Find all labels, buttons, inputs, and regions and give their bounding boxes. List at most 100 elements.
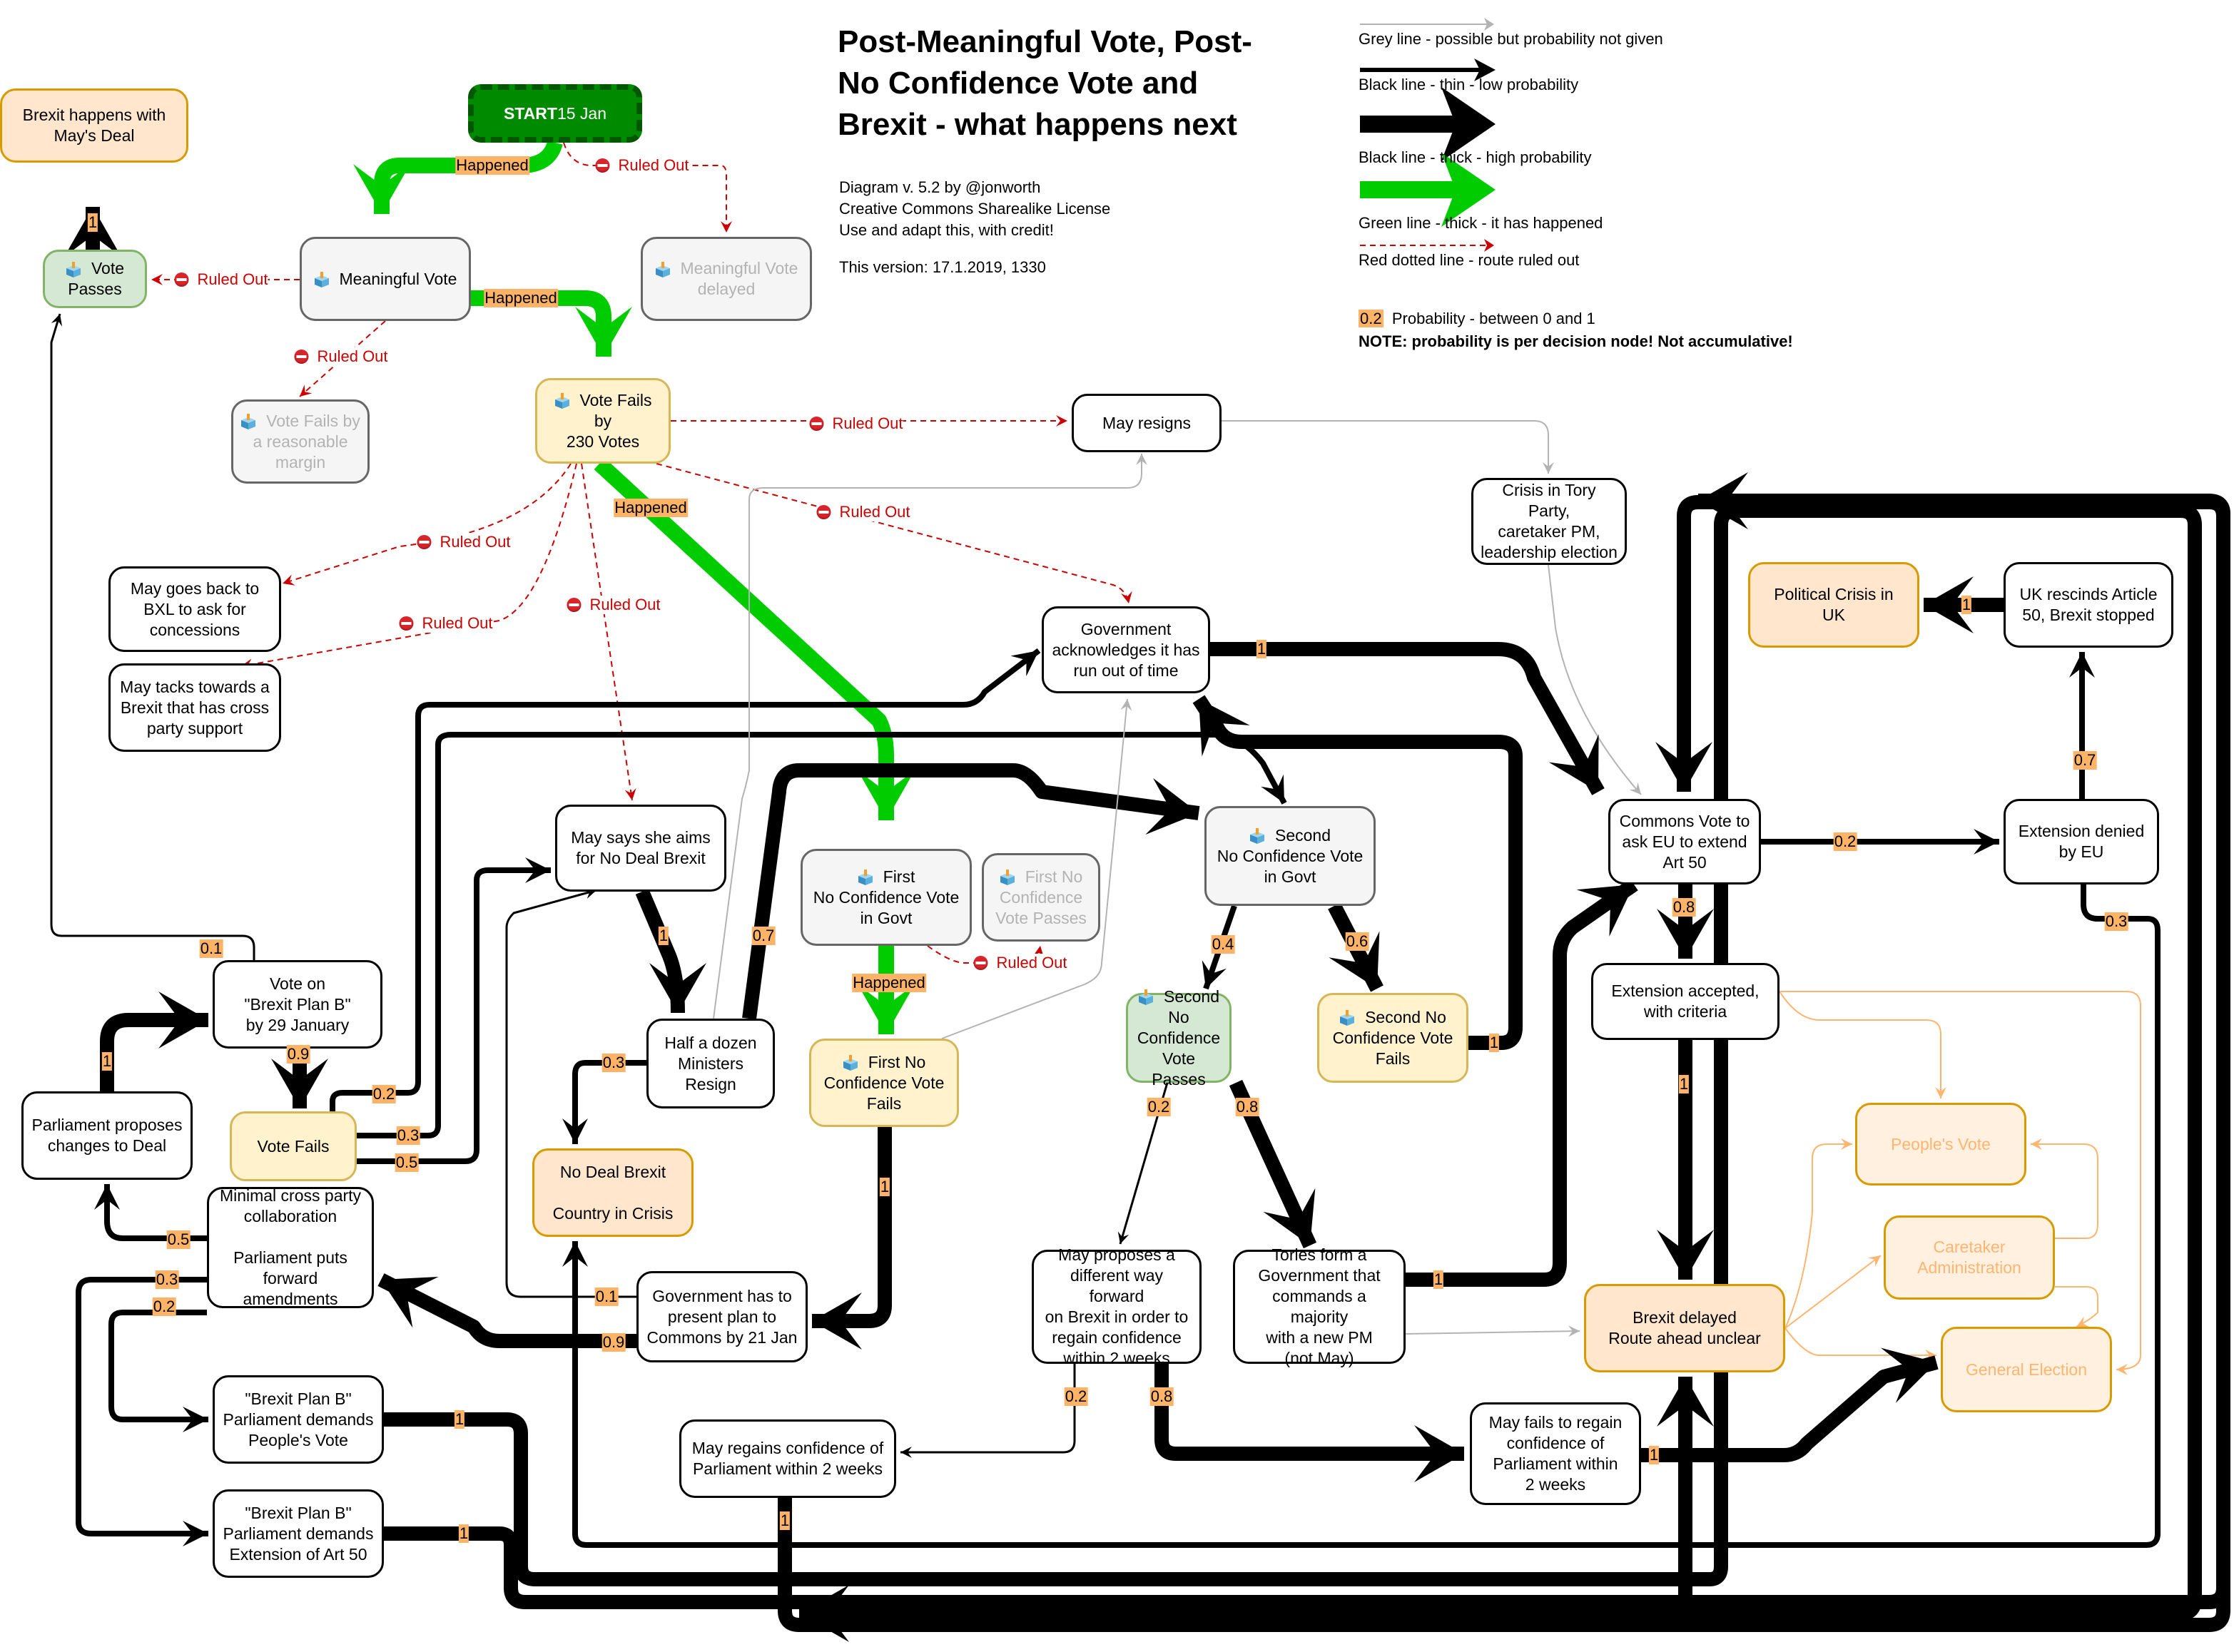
node-parliament-changes[interactable]: Parliament proposes changes to Deal xyxy=(21,1091,193,1180)
node-label: Commons Vote to ask EU to extend Art 50 xyxy=(1620,811,1750,873)
edge-e-denied-nodeal xyxy=(572,884,2161,1548)
arrowhead xyxy=(1121,591,1132,603)
node-first-ncv-fails[interactable]: First No Confidence Vote Fails xyxy=(809,1039,959,1127)
node-vote-passes[interactable]: Vote Passes xyxy=(43,250,147,308)
node-tory-crisis[interactable]: Crisis in Tory Party, caretaker PM, lead… xyxy=(1471,478,1627,565)
node-extension-accepted[interactable]: Extension accepted, with criteria xyxy=(1591,963,1779,1040)
edge-e-care-ge xyxy=(2055,1286,2098,1327)
node-political-crisis[interactable]: Political Crisis in UK xyxy=(1748,562,1919,648)
node-commons-vote-extend[interactable]: Commons Vote to ask EU to extend Art 50 xyxy=(1608,799,1761,884)
node-may-fails-regain[interactable]: May fails to regain confidence of Parlia… xyxy=(1470,1402,1641,1505)
probability-label: 0.2 xyxy=(1064,1387,1088,1406)
node-label: Government acknowledges it has run out o… xyxy=(1052,619,1199,681)
node-mv-delayed[interactable]: Meaningful Vote delayed xyxy=(641,237,812,321)
ballot-box-icon xyxy=(858,869,873,886)
probability-label: 0.2 xyxy=(372,1085,396,1103)
no-entry-icon xyxy=(816,505,831,519)
ruled-out-label: Ruled Out xyxy=(595,156,689,175)
happened-label: Happened xyxy=(455,156,529,175)
node-no-deal-crisis[interactable]: No Deal Brexit Country in Crisis xyxy=(532,1148,694,1237)
probability-label: 1 xyxy=(1433,1270,1444,1289)
node-text: No Deal Brexit Country in Crisis xyxy=(552,1162,674,1223)
node-first-ncv[interactable]: First No Confidence Vote in Govt xyxy=(801,849,972,946)
node-label: First No Confidence Vote Passes xyxy=(995,867,1087,929)
node-text: Brexit delayed Route ahead unclear xyxy=(1608,1308,1761,1347)
ruled-out-text: Ruled Out xyxy=(197,270,268,288)
node-text: General Election xyxy=(1965,1360,2088,1379)
no-entry-icon xyxy=(595,158,610,173)
node-brexit-mays-deal[interactable]: Brexit happens with May's Deal xyxy=(0,88,188,163)
node-label: Caretaker Administration xyxy=(1917,1237,2021,1278)
arrowhead xyxy=(1117,1231,1129,1244)
node-vote-plan-b[interactable]: Vote on "Brexit Plan B" by 29 January xyxy=(213,960,382,1049)
arrowhead xyxy=(812,1292,862,1350)
ruled-out-label: Ruled Out xyxy=(399,614,493,633)
edge-e-start-mv xyxy=(374,140,563,214)
node-ministers-resign[interactable]: Half a dozen Ministers Resign xyxy=(646,1019,775,1108)
node-caretaker-admin[interactable]: Caretaker Administration xyxy=(1884,1215,2055,1300)
node-plan-b-extension[interactable]: "Brexit Plan B" Parliament demands Exten… xyxy=(213,1489,384,1578)
edge-e-planb-passes xyxy=(50,313,255,960)
legend-green-line-icon-head xyxy=(1441,153,1496,227)
node-text: May regains confidence of Parliament wit… xyxy=(691,1439,884,1478)
node-may-cross-party[interactable]: May tacks towards a Brexit that has cros… xyxy=(108,663,281,752)
edge-e-pvplan-commons xyxy=(384,504,2202,1621)
probability-label: 0.8 xyxy=(1235,1098,1259,1116)
edge-e-accepted-ge xyxy=(1779,991,2141,1370)
node-label: Vote on "Brexit Plan B" by 29 January xyxy=(244,974,350,1036)
node-text: Vote Fails by a reasonable margin xyxy=(253,411,360,471)
arrowhead xyxy=(649,963,706,1013)
probability-swatch: 0.2 xyxy=(1359,310,1383,327)
node-peoples-vote[interactable]: People's Vote xyxy=(1855,1103,2026,1186)
node-meaningful-vote[interactable]: Meaningful Vote xyxy=(300,237,471,321)
node-vote-fails[interactable]: Vote Fails xyxy=(230,1111,357,1181)
node-may-no-deal[interactable]: May says she aims for No Deal Brexit xyxy=(555,805,726,892)
node-vote-fails-230[interactable]: Vote Fails by 230 Votes xyxy=(535,378,671,464)
node-extension-denied[interactable]: Extension denied by EU xyxy=(2004,799,2159,884)
probability-label: 1 xyxy=(1678,1075,1690,1093)
node-may-resigns[interactable]: May resigns xyxy=(1072,394,1222,452)
node-second-ncv[interactable]: Second No Confidence Vote in Govt xyxy=(1204,806,1376,906)
arrowhead xyxy=(283,574,295,586)
node-gov-present-plan[interactable]: Government has to present plan to Common… xyxy=(636,1271,808,1362)
edge-e-time-commons xyxy=(1210,642,1605,795)
arrowhead xyxy=(271,1059,328,1108)
node-text: First No Confidence Vote Fails xyxy=(823,1052,945,1113)
node-label: Second No Confidence Vote Fails xyxy=(1333,1007,1453,1069)
node-label: May says she aims for No Deal Brexit xyxy=(571,827,711,869)
node-general-election[interactable]: General Election xyxy=(1941,1327,2112,1412)
node-tories-new-pm[interactable]: Tories form a Government that commands a… xyxy=(1233,1245,1406,1367)
node-text: First No Confidence Vote Passes xyxy=(995,867,1087,927)
node-text: People's Vote xyxy=(1891,1134,1991,1153)
edge-e-230-bxl xyxy=(282,463,572,584)
node-brexit-delayed[interactable]: Brexit delayed Route ahead unclear xyxy=(1584,1284,1785,1372)
node-minimal-cross-party[interactable]: Minimal cross party collaboration Parlia… xyxy=(207,1186,374,1308)
no-entry-icon xyxy=(567,598,582,612)
ruled-out-label: Ruled Out xyxy=(174,270,268,289)
node-vote-fails-margin[interactable]: Vote Fails by a reasonable margin xyxy=(231,399,370,484)
edge-e-accepted-pv xyxy=(1779,991,1941,1098)
node-label: General Election xyxy=(1966,1360,2087,1380)
node-second-ncv-fails[interactable]: Second No Confidence Vote Fails xyxy=(1317,993,1468,1083)
ballot-box-icon xyxy=(1000,869,1015,886)
node-may-regains[interactable]: May regains confidence of Parliament wit… xyxy=(679,1419,896,1498)
probability-label: 0.6 xyxy=(1345,932,1369,951)
node-second-ncv-passes[interactable]: Second No Confidence Vote Passes xyxy=(1126,987,1232,1088)
node-text: Second No Confidence Vote in Govt xyxy=(1217,825,1364,886)
node-may-proposes[interactable]: May proposes a different way forward on … xyxy=(1032,1245,1202,1367)
node-label: May goes back to BXL to ask for concessi… xyxy=(131,578,259,641)
edge-e-care-pv xyxy=(2031,1143,2098,1239)
node-text: Parliament proposes changes to Deal xyxy=(31,1116,183,1155)
probability-label: 0.5 xyxy=(166,1230,191,1249)
node-uk-rescinds[interactable]: UK rescinds Article 50, Brexit stopped xyxy=(2004,562,2173,648)
node-gov-out-of-time[interactable]: Government acknowledges it has run out o… xyxy=(1042,606,1210,693)
ruled-out-text: Ruled Out xyxy=(996,954,1067,972)
node-may-bxl[interactable]: May goes back to BXL to ask for concessi… xyxy=(108,566,281,652)
probability-label: Probability - between 0 and 1 xyxy=(1391,310,1595,327)
arrowhead xyxy=(858,984,915,1034)
probability-label: 0.2 xyxy=(152,1297,176,1316)
node-first-ncv-passes[interactable]: First No Confidence Vote Passes xyxy=(982,853,1100,942)
no-entry-icon xyxy=(294,350,309,364)
node-plan-b-peoples-vote[interactable]: "Brexit Plan B" Parliament demands Peopl… xyxy=(213,1375,384,1464)
